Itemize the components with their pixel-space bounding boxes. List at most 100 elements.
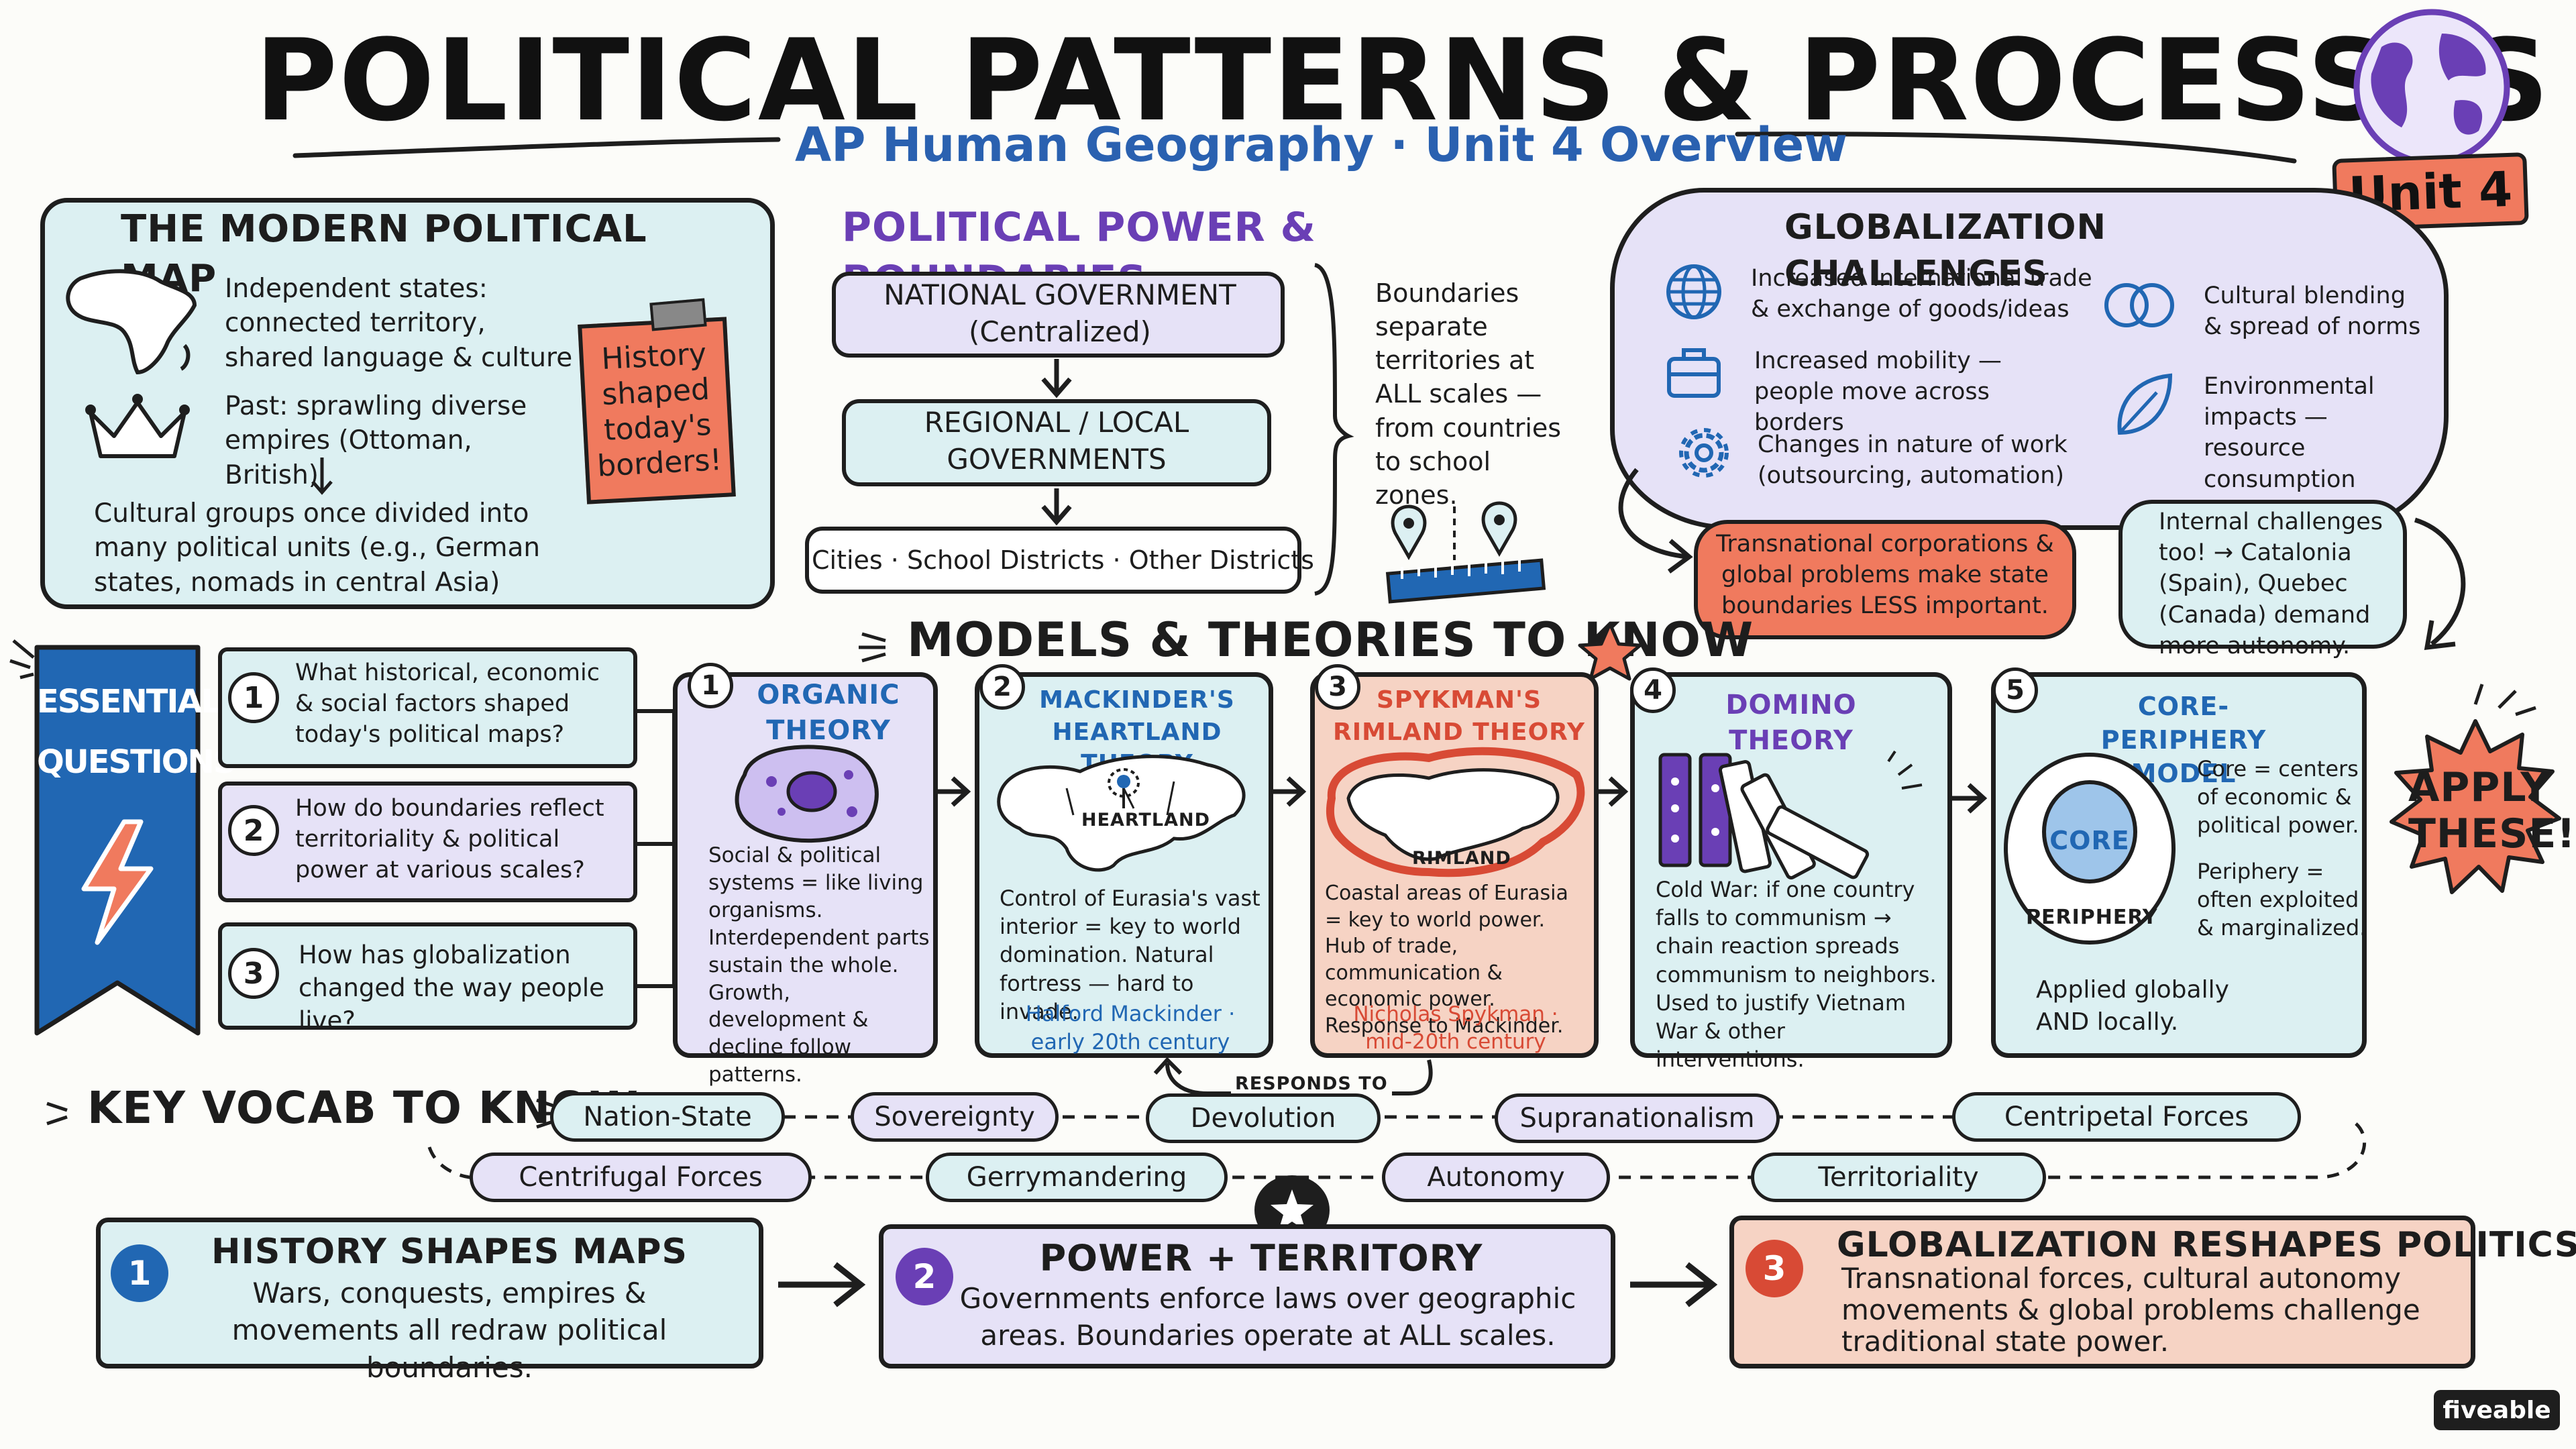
model-number-3: 3 — [1315, 664, 1360, 710]
eurasia-map-heartland — [997, 755, 1246, 872]
essential-question-2 — [218, 782, 637, 902]
spark-marks — [9, 639, 35, 680]
globalization-item-4: Cultural blending & spread of norms — [2204, 282, 2421, 341]
model-body-5b: Periphery = often exploited & marginaliz… — [2197, 859, 2367, 941]
summary-body-2: Governments enforce laws over geographic… — [959, 1282, 1576, 1352]
model-number-4: 4 — [1630, 667, 1676, 713]
globalization-item-2: Increased mobility — people move across … — [1754, 347, 2002, 437]
vocab-term: Sovereignty — [851, 1092, 1059, 1142]
summary-title-1: HISTORY SHAPES MAPS — [211, 1232, 688, 1272]
leaf-icon — [2117, 373, 2173, 435]
model-title-1: ORGANIC THEORY — [757, 680, 900, 746]
responds-to-label: RESPONDS TO — [1231, 1072, 1392, 1096]
internal-challenges-text: Internal challenges too! → Catalonia (Sp… — [2159, 508, 2383, 659]
power-note: Boundaries separate territories at ALL s… — [1375, 278, 1562, 510]
globalization-item-3: Changes in nature of work (outsourcing, … — [1758, 431, 2068, 490]
globe-network-icon — [1666, 264, 1721, 319]
arrow-down-icon — [311, 458, 333, 495]
summary-card-2 — [879, 1224, 1615, 1368]
map-pin-ruler-icon — [1385, 501, 1546, 604]
summary-card-3 — [1729, 1216, 2475, 1368]
fiveable-logo-text: fiveable — [2443, 1396, 2551, 1424]
internal-challenges-box — [2118, 500, 2407, 649]
question-text-3: How has globalization changed the way pe… — [299, 941, 604, 1035]
model-title-4: DOMINO THEORY — [1725, 690, 1857, 756]
core-periphery-diagram — [2004, 753, 2176, 945]
crown-icon — [85, 394, 190, 458]
apply-these-label: APPLY THESE! — [2408, 764, 2576, 857]
essential-question-1 — [218, 647, 637, 768]
gear-icon — [1679, 428, 1729, 478]
cell-organism-icon — [735, 745, 879, 843]
model-body-2: Control of Eurasia's vast interior = key… — [1000, 885, 1260, 1024]
summary-body-3: Transnational forces, cultural autonomy … — [1841, 1262, 2420, 1358]
globe-icon — [2353, 9, 2510, 166]
modern-map-item-2: Past: sprawling diverse empires (Ottoman… — [225, 391, 527, 490]
model-credit-3: Nicholas Spykman · mid-20th century — [1353, 1002, 1558, 1054]
vocab-term: Devolution — [1146, 1093, 1381, 1143]
summary-number-2: 2 — [896, 1248, 953, 1305]
eurasia-map-rimland — [1326, 747, 1585, 877]
model-number-5: 5 — [1992, 667, 2038, 713]
vocab-term: Autonomy — [1382, 1152, 1610, 1202]
regional-govt-label: REGIONAL / LOCAL GOVERNMENTS — [924, 406, 1189, 476]
vocab-term: Nation-State — [550, 1092, 785, 1142]
question-text-1: What historical, economic & social facto… — [295, 659, 600, 749]
local-govt-label: Cities · School Districts · Other Distri… — [812, 545, 1314, 575]
apply-burst — [2390, 719, 2561, 894]
question-number-1: 1 — [228, 672, 279, 723]
summary-title-2: POWER + TERRITORY — [1039, 1237, 1483, 1279]
model-card-heartland — [975, 672, 1273, 1058]
model-card-organic — [673, 672, 938, 1058]
local-govt-box — [805, 527, 1301, 594]
modern-map-item-1: Independent states: connected territory,… — [225, 274, 573, 373]
overlap-circles-icon — [2104, 283, 2174, 327]
model-title-3: SPYKMAN'S RIMLAND THEORY — [1333, 686, 1585, 746]
summary-number-1: 1 — [111, 1244, 168, 1302]
essential-label-1: ESSENTIAL — [37, 683, 221, 720]
lightning-icon — [81, 819, 154, 945]
vocab-term: Centripetal Forces — [1952, 1092, 2301, 1142]
models-title-marks — [859, 622, 1642, 681]
suitcase-icon — [1667, 348, 1721, 398]
vocab-term: Supranationalism — [1495, 1093, 1780, 1143]
summary-card-1 — [96, 1218, 763, 1368]
model-body-1: Social & political systems = like living… — [708, 843, 930, 1087]
model-number-1: 1 — [688, 663, 733, 708]
vocab-term: Gerrymandering — [926, 1152, 1228, 1202]
question-number-2: 2 — [228, 805, 279, 856]
globalization-item-1: Increased international trade & exchange… — [1751, 265, 2092, 323]
model-body-3: Coastal areas of Eurasia = key to world … — [1325, 881, 1568, 1038]
fiveable-logo: fiveable — [2434, 1390, 2560, 1430]
model-body-5c: Applied globally AND locally. — [2036, 976, 2229, 1036]
heartland-label: HEARTLAND — [1081, 810, 1211, 830]
vocab-term: Territoriality — [1751, 1152, 2046, 1202]
modern-map-item-3: Cultural groups once divided into many p… — [94, 498, 541, 598]
africa-icon — [66, 269, 197, 375]
model-body-5a: Core = centers of economic & political p… — [2197, 756, 2359, 839]
model-card-rimland — [1310, 672, 1599, 1058]
page-subtitle: AP Human Geography · Unit 4 Overview — [795, 117, 1847, 172]
summary-title-3: GLOBALIZATION RESHAPES POLITICS — [1837, 1225, 2576, 1265]
question-text-2: How do boundaries reflect territoriality… — [295, 795, 604, 884]
summary-number-3: 3 — [1746, 1240, 1803, 1297]
model-credit-2: Halford Mackinder · early 20th century — [1025, 1001, 1236, 1055]
model-number-2: 2 — [979, 664, 1025, 710]
core-label: CORE — [2049, 826, 2130, 855]
globalization-title: GLOBALIZATION CHALLENGES — [1784, 207, 2106, 294]
periphery-label: PERIPHERY — [2026, 906, 2158, 929]
dominoes-icon — [1658, 750, 1923, 879]
transnational-box — [1694, 520, 2076, 639]
globalization-item-5: Environmental impacts — resource consump… — [2204, 373, 2375, 493]
question-number-3: 3 — [228, 948, 279, 999]
national-govt-label: NATIONAL GOVERNMENT (Centralized) — [883, 278, 1236, 349]
regional-govt-box — [842, 399, 1271, 486]
rimland-label: RIMLAND — [1412, 848, 1511, 869]
model-body-4: Cold War: if one country falls to commun… — [1656, 877, 1937, 1073]
essential-question-3 — [218, 922, 637, 1030]
